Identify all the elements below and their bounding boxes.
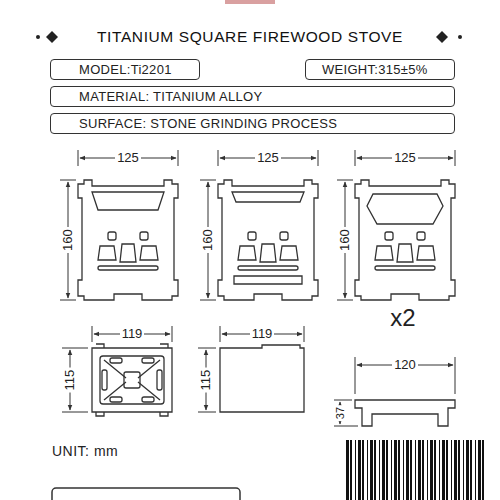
barcode-bar — [482, 440, 484, 500]
spec-box: SURFACE: STONE GRINDING PROCESS — [50, 113, 455, 134]
dimension-value: 119 — [120, 327, 145, 341]
barcode-bar — [430, 440, 433, 500]
dimension-value: 160 — [201, 227, 215, 253]
dimension-value: 120 — [392, 358, 418, 372]
spec-text: SURFACE: STONE GRINDING PROCESS — [79, 116, 337, 131]
spec-text: MATERIAL: TITANIUM ALLOY — [79, 89, 262, 104]
dimension-value: 125 — [115, 151, 141, 165]
spec-text: MODEL:Ti2201 — [79, 62, 172, 77]
barcode-bar — [398, 440, 400, 500]
spec-box: MODEL:Ti2201 — [50, 59, 200, 80]
support-bar — [355, 400, 455, 426]
barcode-bar — [451, 440, 452, 500]
barcode-bar — [394, 440, 397, 500]
dimension-line — [60, 150, 455, 426]
barcode-bar — [439, 440, 440, 500]
barcode-bar — [379, 440, 380, 500]
dimension-value: 125 — [255, 151, 281, 165]
barcode-bar — [434, 440, 436, 500]
barcode-bar — [346, 440, 349, 500]
base-plate — [220, 345, 304, 412]
barcode-bar — [427, 440, 428, 500]
spec-text: WEIGHT:315±5% — [322, 62, 428, 77]
dimension-value: 37 — [334, 405, 346, 421]
barcode-bar — [422, 440, 424, 500]
barcode-bar — [415, 440, 416, 500]
unit-note: UNIT: mm — [50, 444, 120, 459]
barcode-bar — [458, 440, 460, 500]
stove-panel — [218, 180, 318, 300]
barcode-bar — [391, 440, 392, 500]
barcode-bar — [478, 440, 481, 500]
dimension-value: 119 — [250, 327, 275, 341]
stove-panel — [355, 180, 455, 300]
spec-box: WEIGHT:315±5% — [305, 59, 455, 80]
barcode-bar — [374, 440, 376, 500]
barcode-bar — [403, 440, 404, 500]
logo-fragment — [225, 0, 275, 4]
barcode-bar — [418, 440, 421, 500]
dimension-value: 160 — [61, 227, 75, 253]
barcode-bar — [470, 440, 472, 500]
barcode-bar — [367, 440, 368, 500]
dimension-value: 160 — [338, 227, 352, 253]
barcode-bar — [446, 440, 448, 500]
barcode-bar — [386, 440, 388, 500]
barcode-bar — [442, 440, 445, 500]
barcode-bar — [362, 440, 364, 500]
quantity-note: x2 — [388, 305, 417, 331]
grate-plate — [92, 344, 172, 416]
barcode-bar — [454, 440, 457, 500]
barcode-bar — [358, 440, 361, 500]
barcode-ground — [340, 436, 490, 500]
stove-panel — [78, 180, 178, 300]
title-text: TITANIUM SQUARE FIREWOOD STOVE — [97, 28, 403, 45]
barcode-bar — [382, 440, 385, 500]
dimension-value: 125 — [392, 151, 418, 165]
dimension-value: 115 — [63, 368, 77, 393]
barcode-bar — [463, 440, 464, 500]
bottom-box — [52, 488, 240, 500]
barcode-bar — [406, 440, 409, 500]
spec-box: MATERIAL: TITANIUM ALLOY — [50, 86, 455, 107]
barcode-bar — [466, 440, 469, 500]
barcode — [346, 440, 484, 500]
barcode-bar — [355, 440, 356, 500]
dimension-value: 115 — [199, 368, 213, 393]
barcode-bar — [410, 440, 412, 500]
barcode-bar — [350, 440, 352, 500]
barcode-bar — [475, 440, 476, 500]
barcode-bar — [370, 440, 373, 500]
